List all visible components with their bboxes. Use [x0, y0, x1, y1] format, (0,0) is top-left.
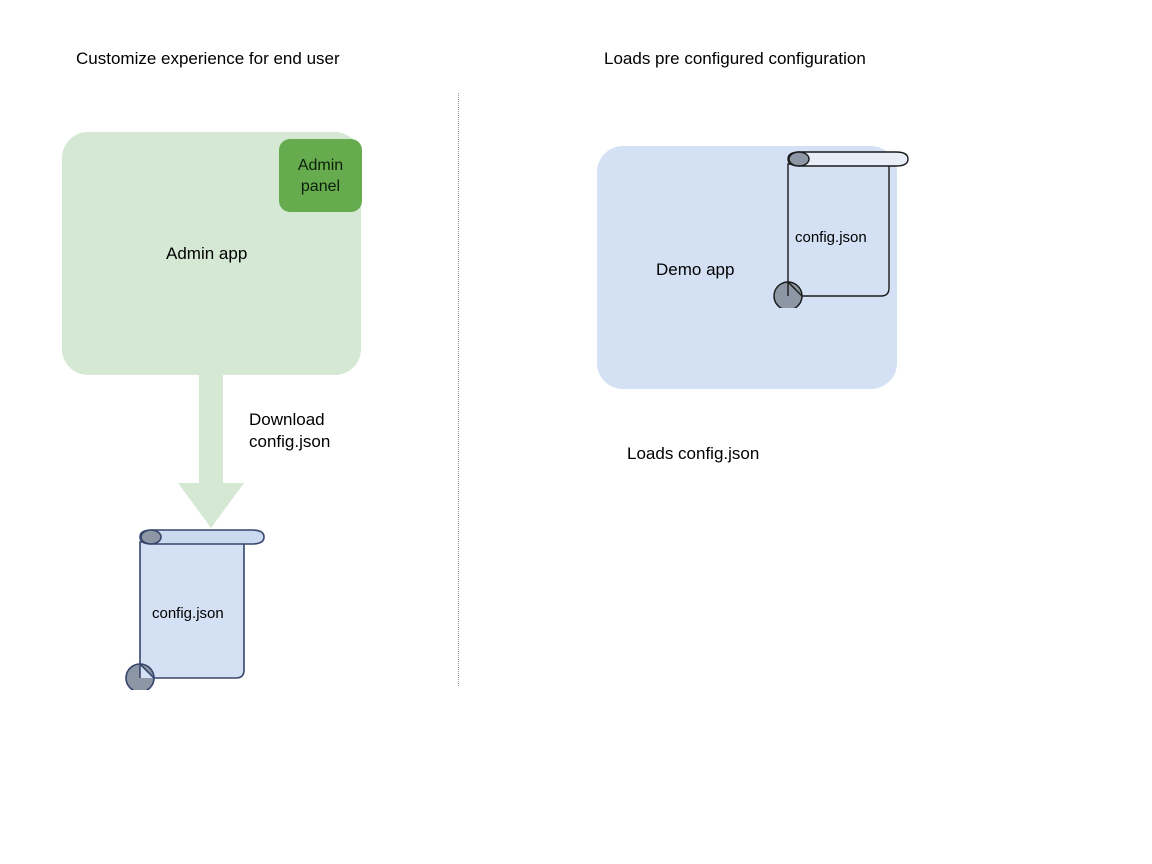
vertical-dotted-divider	[458, 93, 459, 686]
scroll-document-icon-left	[125, 529, 265, 690]
download-arrow-label-line2: config.json	[249, 432, 331, 451]
demo-app-label: Demo app	[656, 260, 735, 279]
admin-panel-chip-line1: Admin	[297, 156, 344, 174]
admin-panel-chip-label: Admin panel	[298, 155, 343, 197]
download-arrow-label-line1: Download	[249, 410, 325, 429]
down-arrow-icon	[178, 371, 244, 528]
demo-app-container	[597, 146, 897, 389]
download-arrow-label: Download config.json	[249, 409, 330, 453]
left-section-heading: Customize experience for end user	[76, 49, 340, 68]
scroll-document-label-right: config.json	[795, 229, 867, 246]
admin-panel-chip[interactable]: Admin panel	[279, 139, 362, 212]
admin-panel-chip-line2: panel	[300, 177, 341, 195]
right-section-heading: Loads pre configured configuration	[604, 49, 866, 68]
scroll-document-label-left: config.json	[152, 605, 224, 622]
loads-config-caption: Loads config.json	[627, 444, 760, 463]
admin-app-label: Admin app	[166, 244, 248, 263]
scroll-document-icon-right	[773, 151, 909, 308]
